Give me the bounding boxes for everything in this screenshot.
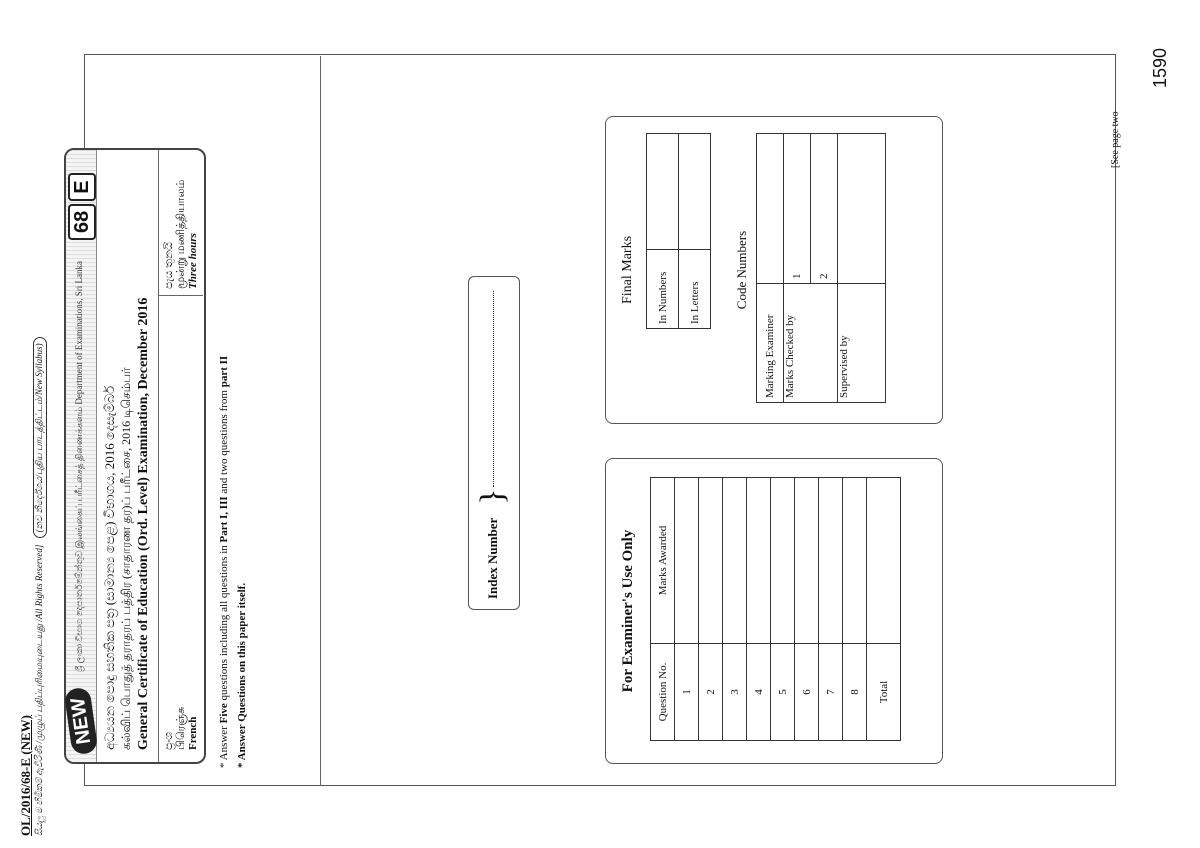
marks-table: Question No. Marks Awarded 1 2 3 4 5 6 7… xyxy=(650,477,901,741)
time-sinhala: පැය තුනයි xyxy=(163,242,175,289)
instruction-bold-part2: part II xyxy=(218,355,230,388)
index-number-label: Index Number xyxy=(485,517,500,599)
instruction-text-c: and two questions from xyxy=(218,387,230,497)
table-row: In Letters xyxy=(678,133,711,329)
header-stripe: NEW ශ්‍රී ලංකා විභාග දෙපාර්තමේන්තුව இலங்… xyxy=(63,150,99,762)
rights-text: සියලු ම හිමිකම් ඇවිරිණි /முழுப் பதிப்புர… xyxy=(34,544,44,836)
marks-cell[interactable] xyxy=(746,477,771,644)
question-number: 6 xyxy=(794,643,819,741)
time-box: පැය තුනයි மூன்று மணித்தியாலம் Three hour… xyxy=(159,179,203,296)
table-row: 6 xyxy=(794,477,819,741)
question-number: 8 xyxy=(842,643,867,741)
subject-code-box: 68 E xyxy=(68,173,96,240)
question-number: 1 xyxy=(674,643,699,741)
table-row: 8 xyxy=(842,477,867,741)
question-number: 7 xyxy=(818,643,843,741)
time-tamil: மூன்று மணித்தியாலம் xyxy=(175,179,187,289)
checker-1-cell[interactable]: 1 xyxy=(783,133,811,284)
marks-cell[interactable] xyxy=(818,477,843,644)
table-row: Supervised by xyxy=(837,133,886,403)
instruction-line-2: * Answer Questions on this paper itself. xyxy=(236,582,248,768)
examiner-title: For Examiner's Use Only xyxy=(620,529,636,693)
exam-title-sinhala: අධ්‍යයන පොදු සහතික පත්‍ර (සාමාන්‍ය පෙළ) … xyxy=(102,385,117,750)
section-divider xyxy=(320,56,321,786)
question-number: 3 xyxy=(722,643,747,741)
question-number: 5 xyxy=(770,643,795,741)
question-no-header: Question No. xyxy=(650,643,675,741)
marks-cell[interactable] xyxy=(842,477,867,644)
time-english: Three hours xyxy=(187,233,199,289)
supervised-label: Supervised by xyxy=(837,283,886,403)
table-header-row: Question No. Marks Awarded xyxy=(650,477,675,741)
page-number: 1590 xyxy=(1150,47,1170,88)
marks-cell[interactable] xyxy=(674,477,699,644)
subject-sinhala: ප්‍රංශ xyxy=(163,731,175,750)
in-letters-label: In Letters xyxy=(678,249,711,329)
total-cell[interactable] xyxy=(866,477,901,644)
marks-checked-label: Marks Checked by xyxy=(783,283,838,403)
final-marks-title: Final Marks xyxy=(620,235,635,305)
table-row: 1 xyxy=(674,477,699,741)
index-brace: } xyxy=(474,488,511,505)
final-marks-table: In Numbers In Letters xyxy=(646,133,711,329)
see-page-two: [See page two xyxy=(1110,111,1121,168)
table-row: 5 xyxy=(770,477,795,741)
total-label: Total xyxy=(866,643,901,741)
question-number: 2 xyxy=(698,643,723,741)
index-number-box: Index Number } xyxy=(468,276,520,610)
syllabus-pill: (නව නිර්දේශය/புதிய பாடத்திட்டம்/New Syll… xyxy=(33,337,47,539)
paper-code: OL/2016/68-E (NEW) xyxy=(18,715,33,836)
rights-line: සියලු ම හිමිකම් ඇවිරිණි /முழுப் பதிப்புர… xyxy=(33,337,47,836)
marks-cell[interactable] xyxy=(722,477,747,644)
table-row: 3 xyxy=(722,477,747,741)
table-row: Marking Examiner xyxy=(756,133,784,403)
index-number-field[interactable] xyxy=(493,291,494,487)
exam-title-english: General Certificate of Education (Ord. L… xyxy=(136,297,151,750)
instruction-bold-parts: Part I, III xyxy=(218,496,230,543)
marking-examiner-label: Marking Examiner xyxy=(756,283,784,403)
table-row: 2 xyxy=(698,477,723,741)
table-row: 4 xyxy=(746,477,771,741)
marks-cell[interactable] xyxy=(770,477,795,644)
in-numbers-cell[interactable] xyxy=(646,133,679,250)
code-numbers-title: Code Numbers xyxy=(734,230,749,310)
in-letters-cell[interactable] xyxy=(678,133,711,250)
total-row: Total xyxy=(866,477,901,741)
instruction-line-1: * Answer Five questions including all qu… xyxy=(218,356,230,768)
subject-code-letter: E xyxy=(68,173,96,201)
instruction-text-a: * Answer xyxy=(218,723,230,768)
marks-awarded-header: Marks Awarded xyxy=(650,477,675,644)
marking-examiner-cell[interactable] xyxy=(756,133,784,284)
checker-2-cell[interactable]: 2 xyxy=(810,133,838,284)
supervised-cell[interactable] xyxy=(837,133,886,284)
instruction-text-b: questions including all questions in xyxy=(218,542,230,704)
subject-code-number: 68 xyxy=(68,203,96,240)
marks-cell[interactable] xyxy=(698,477,723,644)
question-number: 4 xyxy=(746,643,771,741)
examiner-use-box: For Examiner's Use Only Question No. Mar… xyxy=(605,458,943,764)
instruction-bold-five: Five xyxy=(218,703,230,724)
exam-title-tamil: கல்விப் பொதுத் தராதரப் பத்திர (சாதாரண தர… xyxy=(119,367,133,750)
subject-tamil: பிரெஞ்சு xyxy=(175,706,187,750)
new-badge: NEW xyxy=(63,686,99,756)
in-numbers-label: In Numbers xyxy=(646,249,679,329)
department-line: ශ්‍රී ලංකා විභාග දෙපාර්තමේන්තුව இலங்கைப்… xyxy=(74,260,84,672)
subject-english: French xyxy=(187,716,199,750)
table-row: In Numbers xyxy=(646,133,679,329)
exam-header-box: NEW ශ්‍රී ලංකා විභාග දෙපාර්තමේන්තුව இலங்… xyxy=(63,148,206,764)
table-row: 7 xyxy=(818,477,843,741)
subject-row: ප්‍රංශ பிரெஞ்சு French පැය තුනයි மூன்று … xyxy=(158,150,203,762)
final-marks-box: Final Marks In Numbers In Letters Code N… xyxy=(605,116,943,424)
marks-cell[interactable] xyxy=(794,477,819,644)
